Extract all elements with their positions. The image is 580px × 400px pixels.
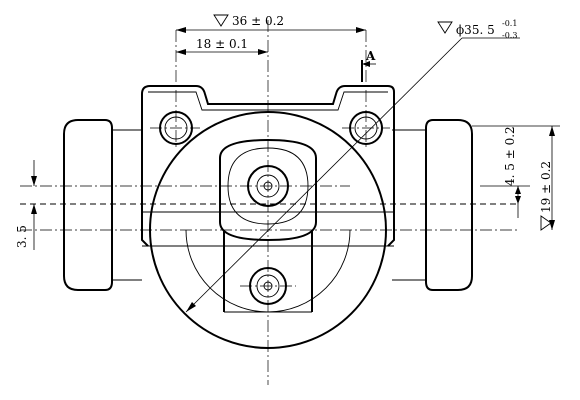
dimension-36: 36 ± 0.2 — [176, 14, 366, 33]
section-label: A — [365, 49, 376, 63]
dimension-bore-diameter: ϕ35. 5 -0.1 -0.3 — [185, 19, 520, 313]
dimension-4-5: 4. 5 ± 0.2 — [503, 126, 521, 218]
dim-36-text: 36 ± 0.2 — [232, 14, 284, 28]
bore-tol-lower: -0.3 — [502, 31, 517, 40]
dim-3-5-text: 3. 5 — [15, 225, 29, 248]
dimension-19: 19 ± 0.2 — [539, 126, 555, 231]
surface-finish-icon — [540, 215, 552, 231]
left-piston-housing — [63, 119, 142, 291]
bore-tol-upper: -0.1 — [502, 19, 517, 28]
section-marker-a: A — [361, 49, 376, 82]
center-lines — [20, 20, 520, 385]
dimension-18: 18 ± 0.1 — [176, 37, 268, 55]
surface-finish-icon — [213, 14, 229, 27]
dimension-right-extension-lines — [472, 125, 560, 187]
dim-18-text: 18 ± 0.1 — [196, 37, 248, 51]
surface-finish-icon — [437, 21, 453, 34]
right-piston-housing — [392, 119, 473, 291]
dimension-3-5: 3. 5 — [15, 160, 37, 250]
dim-19-text: 19 ± 0.2 — [539, 161, 553, 213]
bore-diameter-text: ϕ35. 5 — [456, 23, 495, 37]
dim-4-5-text: 4. 5 ± 0.2 — [503, 126, 517, 186]
